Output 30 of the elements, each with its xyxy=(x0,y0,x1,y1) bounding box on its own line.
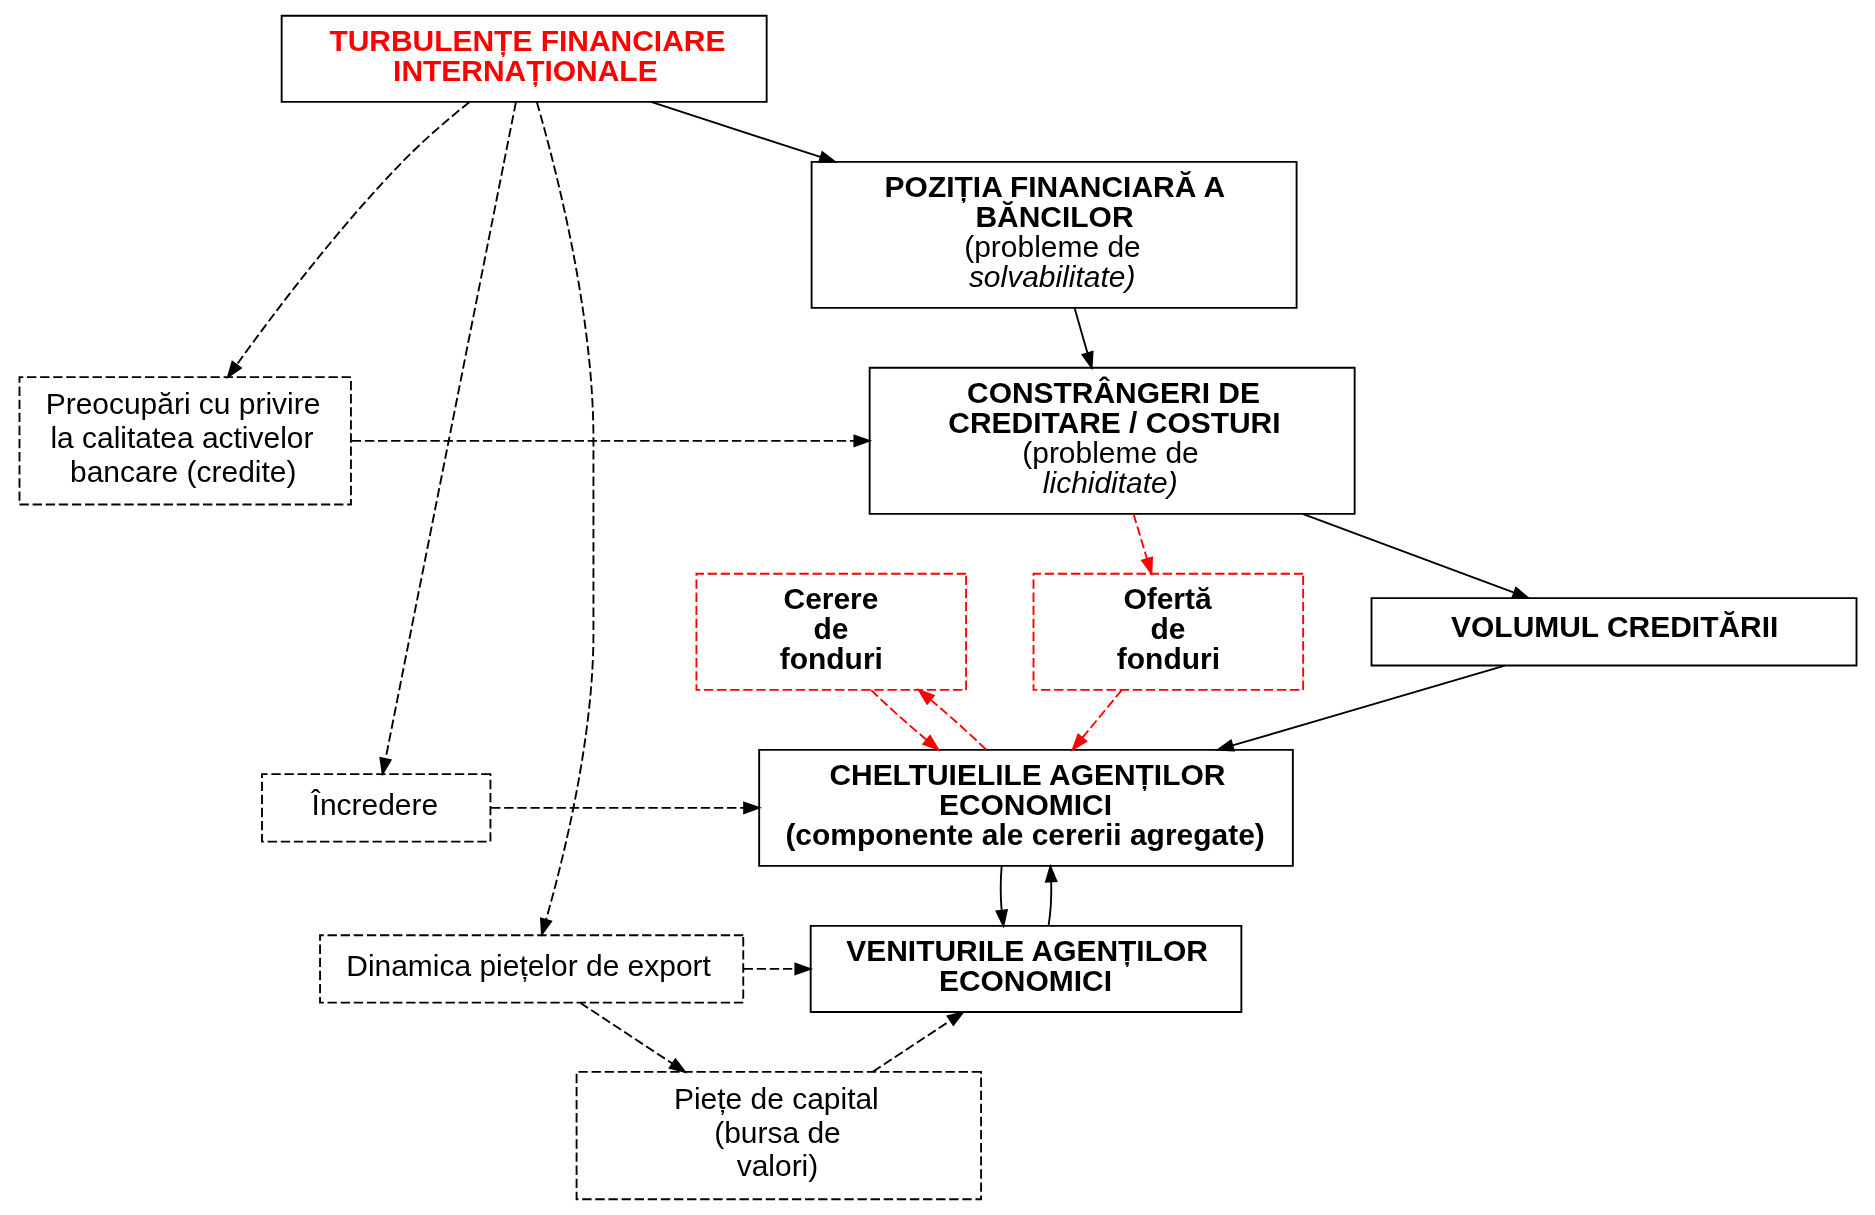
arrow xyxy=(1070,689,1123,752)
node-box: CONSTRÂNGERI DE CREDITARE / COSTURI (probleme de lichiditate) xyxy=(868,366,1356,515)
node-box: Cerere de fonduri xyxy=(695,572,967,691)
arrow xyxy=(871,1010,965,1073)
node-box: TURBULENȚE FINANCIARE INTERNAȚIONALE xyxy=(280,14,768,103)
arrow xyxy=(378,101,517,777)
node-box: Ofertă de fonduri xyxy=(1032,572,1304,691)
arrow xyxy=(535,101,594,937)
arrow xyxy=(742,962,813,976)
arrow xyxy=(869,689,940,752)
arrow xyxy=(1073,307,1094,371)
arrow xyxy=(1214,664,1506,752)
node-box: Încredere xyxy=(260,773,491,843)
arrow xyxy=(1301,513,1531,599)
arrow xyxy=(916,688,987,751)
arrow xyxy=(225,101,470,380)
arrow xyxy=(1132,513,1153,577)
node-box: Dinamica piețelor de export xyxy=(318,934,744,1004)
node-box: VENITURILE AGENȚILOR ECONOMICI xyxy=(809,924,1242,1013)
arrow xyxy=(579,1002,687,1074)
node-box: POZIȚIA FINANCIARĂ A BĂNCILOR (probleme de solvabilitate) xyxy=(810,160,1298,309)
node-box: CHELTUIELILE AGENȚILOR ECONOMICI (componente ale cererii agregate) xyxy=(757,748,1294,867)
arrow xyxy=(350,434,872,448)
arrow xyxy=(489,801,762,815)
node-box: VOLUMUL CREDITĂRII xyxy=(1370,597,1857,667)
arrow xyxy=(1044,863,1058,927)
arrow xyxy=(649,101,838,164)
node-box: Preocupări cu privire la calitatea activelor bancare (credite) xyxy=(18,376,352,506)
node-box: Piețe de capital (bursa de valori) xyxy=(575,1070,982,1201)
arrow xyxy=(994,865,1008,929)
